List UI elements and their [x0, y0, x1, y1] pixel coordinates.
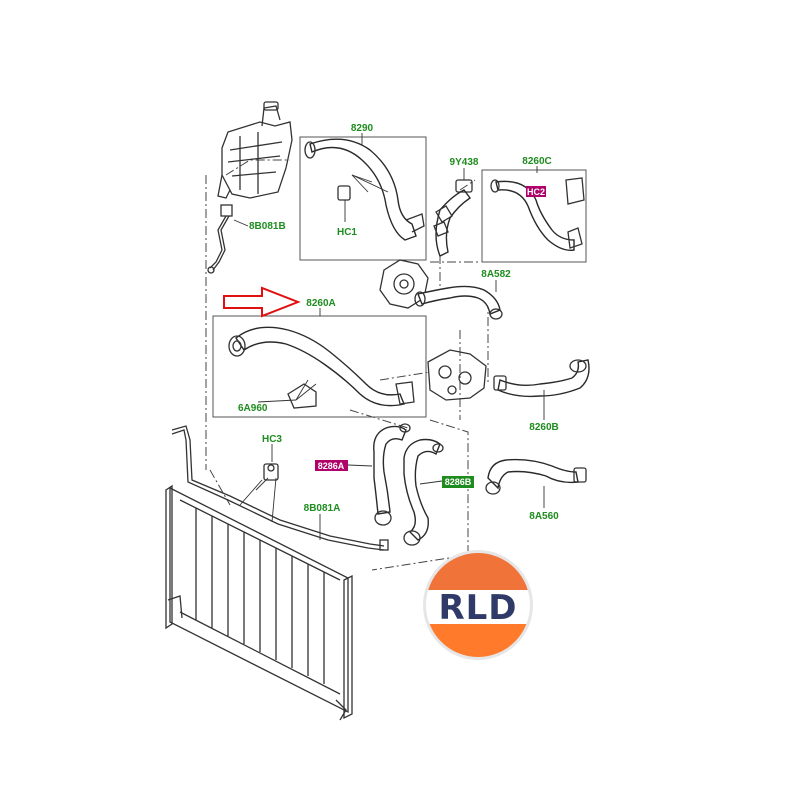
rld-logo: RLD — [423, 550, 533, 660]
hose-8286A — [373, 423, 411, 526]
frame-8290 — [299, 136, 427, 261]
hose-8286B — [403, 438, 444, 546]
hose-8B081B — [207, 204, 233, 274]
hose-8290 — [304, 138, 425, 241]
logo-text: RLD — [438, 588, 517, 628]
label-HC3: HC3 — [262, 434, 282, 445]
thermostat-housing — [427, 349, 487, 401]
label-8B081B: 8B081B — [249, 221, 286, 232]
red-arrow-icon — [223, 286, 301, 318]
label-8260C: 8260C — [522, 156, 551, 167]
expansion-tank — [217, 101, 293, 199]
hose-8A560 — [485, 458, 587, 495]
hose-8A582 — [414, 285, 503, 320]
label-8260B: 8260B — [529, 422, 558, 433]
radiator — [165, 484, 353, 721]
hose-8260C — [490, 177, 585, 251]
hose-8260B — [493, 359, 590, 398]
highlight-8286a — [315, 460, 348, 471]
frame-8260C — [481, 169, 587, 263]
pipe-8B081A — [171, 425, 389, 551]
label-8290: 8290 — [351, 123, 374, 134]
label-8A560: 8A560 — [529, 511, 559, 522]
label-8B081A: 8B081A — [304, 503, 341, 514]
frame-8260A — [212, 315, 427, 418]
label-9Y438: 9Y438 — [450, 157, 479, 168]
highlight-hc2 — [526, 186, 546, 197]
label-8260A: 8260A — [306, 298, 335, 309]
label-8286B: 8286B — [445, 477, 472, 487]
hose-8260A — [228, 326, 415, 409]
clip-HC3 — [263, 463, 279, 481]
hose-9Y438 — [433, 179, 473, 257]
label-8A582: 8A582 — [481, 269, 511, 280]
label-6A960: 6A960 — [238, 403, 268, 414]
highlight-8286b — [442, 476, 474, 488]
leader-lines — [233, 133, 545, 540]
label-HC1: HC1 — [337, 227, 357, 238]
label-8286A: 8286A — [318, 461, 345, 471]
label-HC2: HC2 — [527, 187, 545, 197]
